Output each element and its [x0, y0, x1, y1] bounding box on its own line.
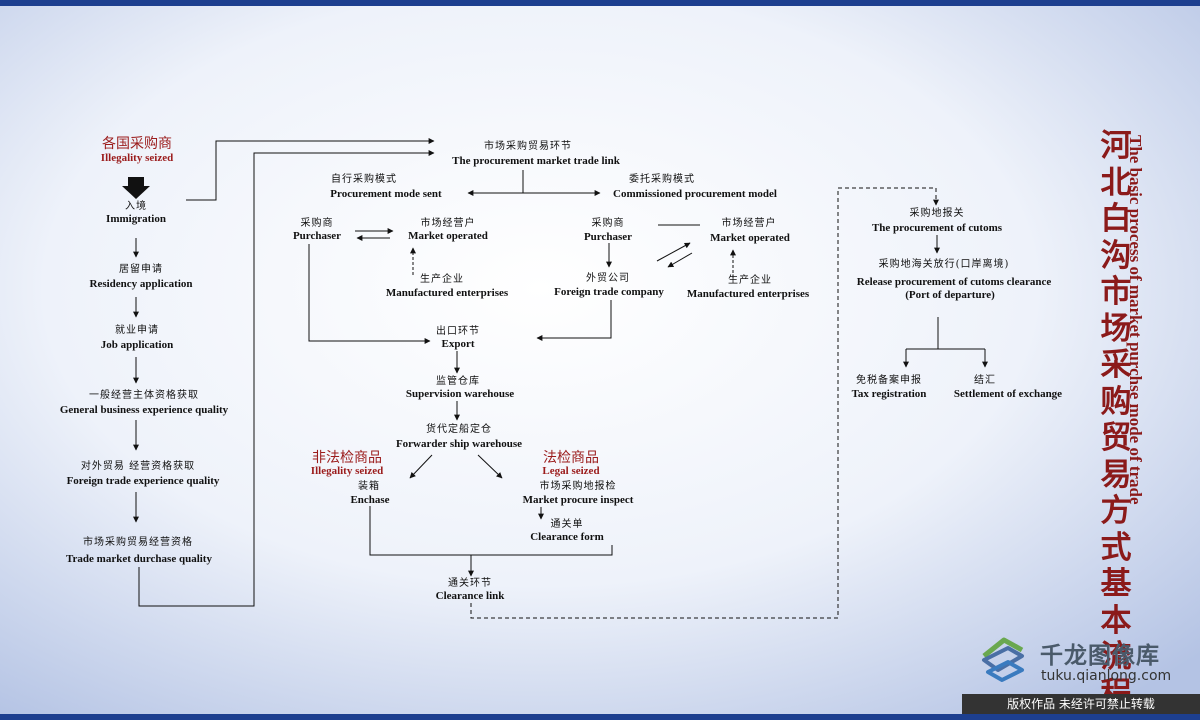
- vertical-title-en: The basic process of market purchse mode…: [1126, 135, 1145, 505]
- immigration-label-zh: 入境: [125, 201, 147, 212]
- release-label-en: Release procurement of cutoms clearance: [856, 276, 1052, 288]
- illegal-goods-label-zh: 非法检商品: [312, 450, 382, 466]
- form-label-en: Clearance form: [530, 531, 604, 543]
- purchaser2-label-zh: 采购商: [591, 218, 625, 229]
- brand-url: tuku.qianlong.com: [1041, 668, 1172, 684]
- purchaser2-label-en: Purchaser: [583, 231, 633, 243]
- purchaser1-label-zh: 采购商: [300, 218, 334, 229]
- job-label-zh: 就业申请: [115, 325, 159, 336]
- brand-name: 千龙图像库: [1040, 643, 1160, 669]
- mfg2-label-en: Manufactured enterprises: [686, 288, 810, 300]
- exchange-label-en: Settlement of exchange: [953, 388, 1063, 400]
- general-label-en: General business experience quality: [59, 404, 229, 416]
- mfg1-label-en: Manufactured enterprises: [385, 287, 509, 299]
- mfg2-label-zh: 生产企业: [728, 275, 772, 286]
- exchange-label-zh: 结汇: [974, 375, 996, 386]
- vertical-title-zh: 河北白沟市场采购贸易方式基本流程: [1100, 128, 1132, 712]
- commissioned-label-zh: 委托采购模式: [629, 174, 695, 185]
- customs-label-en: The procurement of cutoms: [871, 222, 1003, 234]
- operated1-label-zh: 市场经营户: [420, 218, 476, 229]
- release-label-en-2: (Port of departure): [905, 289, 995, 301]
- purchaser1-label-en: Purchaser: [292, 230, 342, 242]
- copyright-notice: 版权作品 未经许可禁止转载: [962, 694, 1200, 714]
- form-label-zh: 通关单: [550, 519, 584, 530]
- foreign-label-zh: 对外贸易 经营资格获取: [80, 461, 196, 472]
- ftc-label-en: Foreign trade company: [554, 286, 664, 298]
- operated2-label-en: Market operated: [710, 232, 790, 244]
- clearance-label-en: Clearance link: [435, 590, 505, 602]
- thick-down-arrow: [122, 177, 150, 199]
- link-label-zh: 市场采购贸易环节: [484, 141, 572, 152]
- buyers-label-en: Illegality seized: [100, 152, 174, 164]
- customs-label-zh: 采购地报关: [909, 208, 965, 219]
- warehouse-label-zh: 监管仓库: [436, 376, 480, 387]
- buyers-label-zh: 各国采购商: [102, 136, 172, 152]
- legal-goods-label-en: Legal seized: [542, 465, 600, 477]
- immigration-label-en: Immigration: [106, 213, 166, 225]
- operated1-label-en: Market operated: [408, 230, 488, 242]
- operated2-label-zh: 市场经营户: [721, 218, 777, 229]
- clearance-label-zh: 通关环节: [448, 578, 492, 589]
- export-label-zh: 出口环节: [436, 326, 480, 337]
- commissioned-label-en: Commissioned procurement model: [613, 188, 777, 200]
- warehouse-label-en: Supervision warehouse: [405, 388, 515, 400]
- link-label-en: The procurement market trade link: [452, 155, 620, 167]
- forwarder-label-zh: 货代定船定仓: [426, 424, 492, 435]
- residency-label-zh: 居留申请: [119, 264, 163, 275]
- general-label-zh: 一般经营主体资格获取: [89, 390, 199, 401]
- inspect-label-en: Market procure inspect: [522, 494, 634, 506]
- market-label-zh: 市场采购贸易经营资格: [83, 537, 193, 548]
- enchase-label-en: Enchase: [350, 494, 390, 506]
- illegal-goods-label-en: Illegality seized: [310, 465, 384, 477]
- market-label-en: Trade market durchase quality: [66, 553, 212, 565]
- top-frame-bar: [0, 0, 1200, 6]
- self-mode-label-en: Procurement mode sent: [330, 188, 442, 200]
- enchase-label-zh: 装箱: [358, 481, 380, 492]
- inspect-label-zh: 市场采购地报检: [539, 481, 617, 492]
- residency-label-en: Residency application: [89, 278, 193, 290]
- tax-label-zh: 免税备案申报: [856, 375, 922, 386]
- qianlong-logo-icon: [982, 637, 1024, 682]
- job-label-en: Job application: [100, 339, 174, 351]
- export-label-en: Export: [441, 338, 475, 350]
- legal-goods-label-zh: 法检商品: [543, 450, 599, 466]
- tax-label-en: Tax registration: [851, 388, 927, 400]
- forwarder-label-en: Forwarder ship warehouse: [395, 438, 523, 450]
- release-label-zh: 采购地海关放行(口岸离境): [878, 259, 1010, 270]
- self-mode-label-zh: 自行采购模式: [331, 174, 397, 185]
- ftc-label-zh: 外贸公司: [586, 273, 630, 284]
- bottom-frame-bar: [0, 714, 1200, 720]
- mfg1-label-zh: 生产企业: [420, 274, 464, 285]
- foreign-label-en: Foreign trade experience quality: [66, 475, 220, 487]
